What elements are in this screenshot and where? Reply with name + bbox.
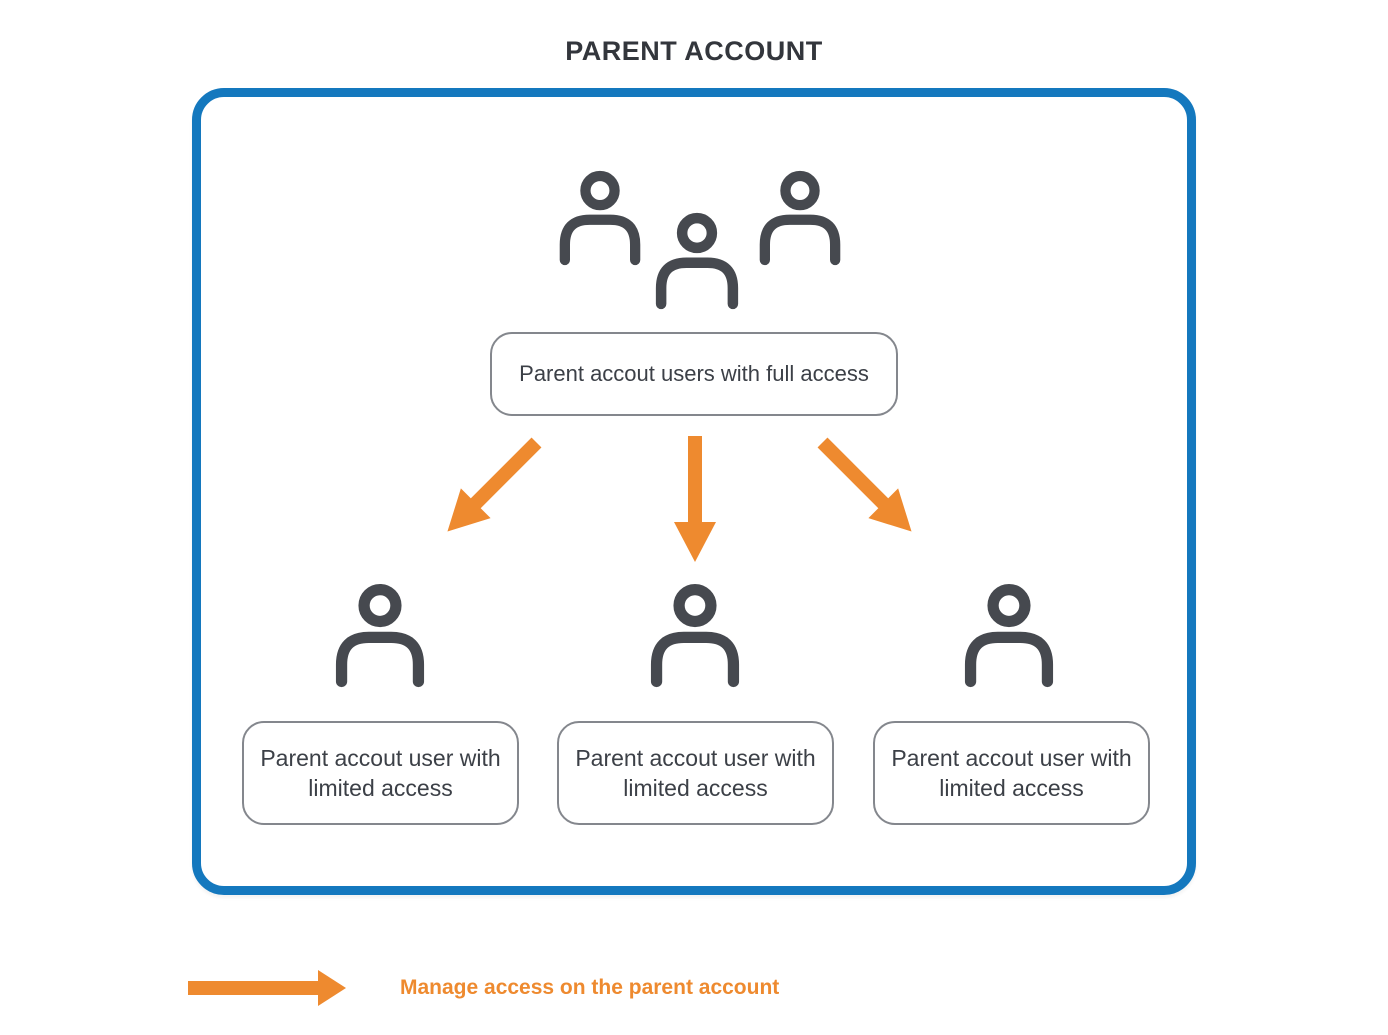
single-user-icon (333, 583, 427, 688)
group-of-users-icon (547, 166, 847, 316)
limited-access-node-label: Parent accout user with limited access (260, 744, 501, 801)
limited-access-node: Parent accout user with limited access (557, 721, 834, 825)
down-arrow-icon (673, 436, 717, 562)
legend: Manage access on the parent account (188, 964, 779, 1012)
right-arrow-icon (188, 970, 346, 1006)
single-user-icon (962, 583, 1056, 688)
limited-access-node: Parent accout user with limited access (873, 721, 1150, 825)
full-access-node: Parent accout users with full access (490, 332, 898, 416)
limited-access-node: Parent accout user with limited access (242, 721, 519, 825)
diagram-title: PARENT ACCOUNT (565, 36, 823, 66)
legend-label: Manage access on the parent account (400, 976, 780, 999)
limited-access-node-label: Parent accout user with limited access (575, 744, 816, 801)
full-access-node-label: Parent accout users with full access (519, 361, 869, 386)
limited-access-node-label: Parent accout user with limited access (891, 744, 1132, 801)
single-user-icon (648, 583, 742, 688)
